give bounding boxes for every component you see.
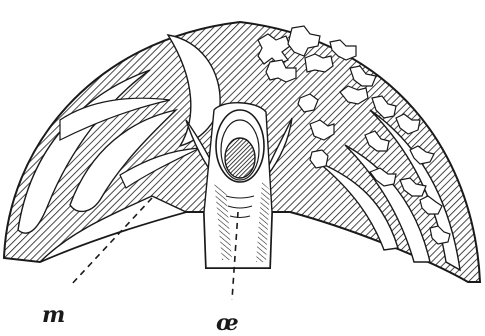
esophagus-lumen <box>225 138 255 178</box>
label-oe: œ <box>216 310 239 336</box>
label-m: m <box>42 302 65 328</box>
